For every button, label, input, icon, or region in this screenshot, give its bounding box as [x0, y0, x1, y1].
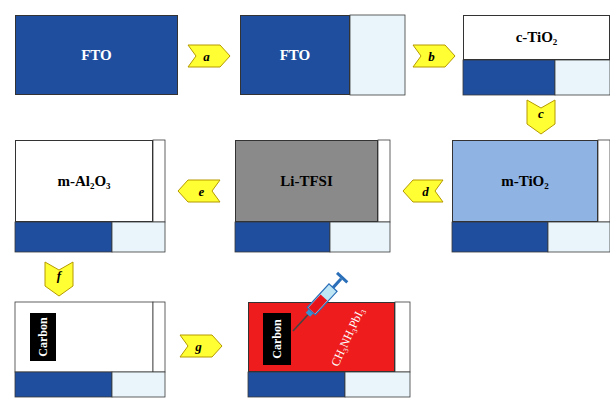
etched-region: [548, 222, 610, 252]
step-arrow: d: [403, 180, 443, 202]
layer-label: FTO: [280, 48, 311, 63]
step-arrow: a: [188, 45, 230, 67]
layer-slice: [378, 140, 390, 222]
alumina-layer: m-Al₂O₃: [15, 140, 153, 222]
step-arrow: e: [178, 180, 220, 202]
fto-layer: FTO: [240, 15, 350, 95]
layer-label: Carbon: [37, 317, 49, 356]
etched-region: [345, 372, 410, 397]
etched-region: [330, 222, 390, 252]
fto-strip: [15, 222, 112, 252]
step-letter: d: [422, 185, 429, 198]
compact-tio2-layer: c-TiO₂: [463, 15, 610, 60]
fto-strip: [15, 372, 112, 397]
syringe-handle: [336, 272, 348, 284]
layer-slice: [153, 140, 165, 222]
arrow-shape: [45, 262, 73, 296]
arrow-shape: [413, 45, 455, 67]
step-arrow: f: [45, 262, 73, 296]
step-arrow: c: [527, 100, 555, 134]
perovskite-layer: CH₃NH₃PbI₃ Carbon: [248, 302, 395, 372]
layer-label: m-TiO₂: [501, 174, 549, 189]
step-letter: e: [199, 185, 205, 198]
arrow-shape: [527, 100, 555, 134]
arrow-shape: [188, 45, 230, 67]
fto-strip: [235, 222, 330, 252]
layer-label: CH₃NH₃PbI₃: [329, 306, 367, 368]
step-letter: g: [195, 340, 202, 353]
etched-region: [350, 15, 405, 95]
carbon-electrode: Carbon: [263, 313, 291, 365]
carbon-electrode: Carbon: [30, 313, 56, 361]
arrow-shape: [178, 180, 220, 202]
syringe-barrel: [307, 284, 337, 315]
mesoporous-tio2-layer: m-TiO₂: [452, 140, 598, 222]
etched-region: [112, 372, 165, 397]
layer-slice: [598, 140, 610, 222]
fto-layer: FTO: [15, 15, 178, 95]
step-letter: b: [428, 50, 435, 63]
layer-slice: [153, 302, 165, 372]
syringe-liquid: [308, 294, 327, 313]
layer-label: FTO: [81, 48, 112, 63]
layer-label: Carbon: [271, 319, 283, 358]
step-arrow: g: [180, 335, 222, 357]
fto-strip: [248, 372, 345, 397]
step-arrow: b: [413, 45, 455, 67]
layer-label: Li-TFSI: [280, 174, 333, 189]
step-letter: f: [57, 269, 61, 282]
etched-region: [112, 222, 165, 252]
syringe-illustration: [288, 272, 348, 336]
layer-label: m-Al₂O₃: [57, 174, 110, 189]
etched-region: [555, 60, 610, 95]
fto-strip: [463, 60, 555, 95]
arrow-shape: [403, 180, 443, 202]
li-tfsi-layer: Li-TFSI: [235, 140, 378, 222]
syringe-plunger: [333, 279, 341, 288]
arrow-shape: [180, 335, 222, 357]
layer-slice: [395, 302, 410, 372]
layer-label: c-TiO₂: [516, 30, 558, 45]
alumina-layer: [15, 302, 153, 372]
syringe-needle: [293, 315, 308, 331]
step-letter: c: [538, 107, 544, 120]
fto-strip: [452, 222, 548, 252]
step-letter: a: [203, 50, 210, 63]
